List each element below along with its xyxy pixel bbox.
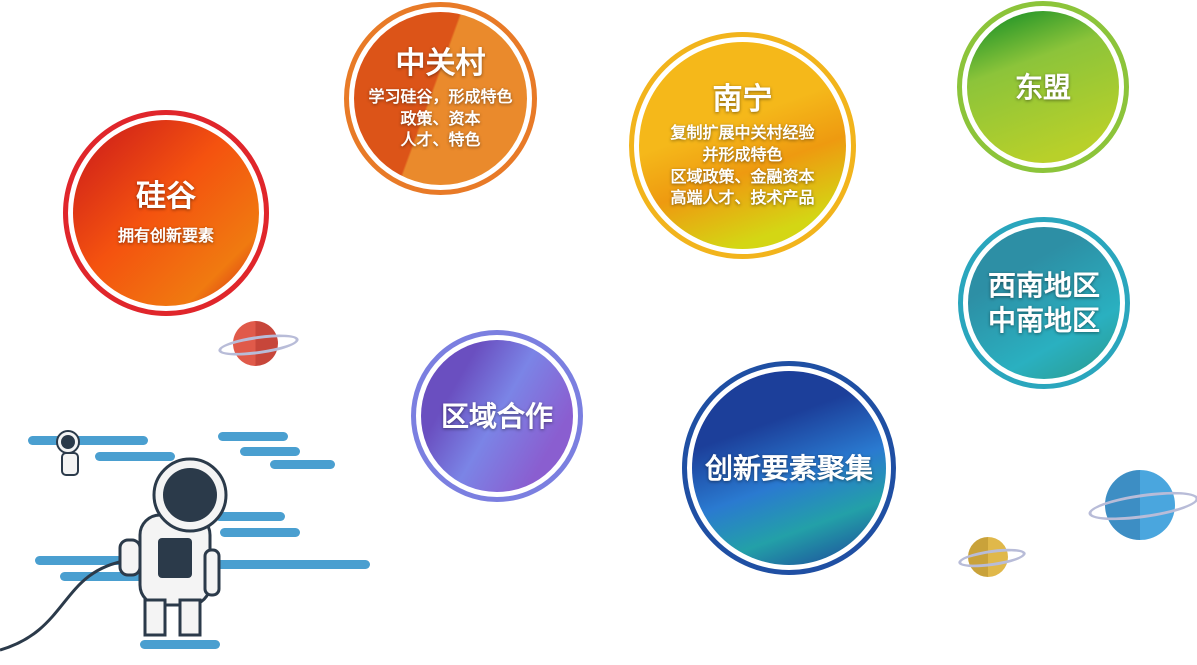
cloud-stripe — [240, 447, 300, 456]
cloud-stripe — [220, 528, 300, 537]
bubble-text: 政策、资本 — [400, 108, 481, 128]
bubble-zhongguancun: 中关村 学习硅谷，形成特色 政策、资本 人才、特色 — [344, 2, 537, 195]
cloud-stripe — [95, 452, 175, 461]
planet-red — [233, 321, 278, 366]
bubble-text: 高端人才、技术产品 — [670, 188, 815, 208]
bubble-title: 东盟 — [1014, 70, 1071, 104]
cloud-stripe — [140, 640, 220, 649]
bubble-innovation: 创新要素聚集 — [682, 361, 896, 575]
bubble-text: 复制扩展中关村经验 — [670, 123, 815, 143]
bubble-text: 区域政策、金融资本 — [670, 166, 815, 186]
bubble-text: 并形成特色 — [702, 144, 783, 164]
cloud-stripe — [60, 572, 160, 581]
bubble-nanning: 南宁 复制扩展中关村经验 并形成特色 区域政策、金融资本 高端人才、技术产品 — [629, 32, 856, 259]
bubble-title: 创新要素聚集 — [704, 451, 873, 485]
cloud-stripe — [210, 560, 370, 569]
bubble-text: 学习硅谷，形成特色 — [368, 87, 513, 107]
cloud-stripe — [270, 460, 335, 469]
astronaut-illustration — [0, 430, 228, 652]
planet-blue — [1105, 470, 1175, 540]
cloud-stripe — [28, 436, 148, 445]
bubble-title: 中关村 — [395, 46, 486, 82]
bubble-text: 中南地区 — [987, 304, 1100, 337]
bubble-asean: 东盟 — [957, 1, 1129, 173]
cloud-stripe — [35, 556, 155, 565]
bubble-southwest: 西南地区 中南地区 — [958, 217, 1130, 389]
planet-yellow — [968, 537, 1008, 577]
bubble-text: 拥有创新要素 — [117, 226, 214, 246]
bubble-title: 区域合作 — [440, 399, 553, 433]
cloud-stripe — [218, 432, 288, 441]
bubble-silicon-valley: 硅谷 拥有创新要素 — [63, 110, 269, 316]
bubble-text: 西南地区 — [987, 269, 1100, 302]
cloud-stripe — [215, 512, 285, 521]
bubble-regional-cooperation: 区域合作 — [411, 330, 583, 502]
bubble-text: 人才、特色 — [400, 130, 481, 150]
bubble-title: 硅谷 — [136, 179, 196, 215]
bubble-title: 南宁 — [712, 82, 773, 118]
